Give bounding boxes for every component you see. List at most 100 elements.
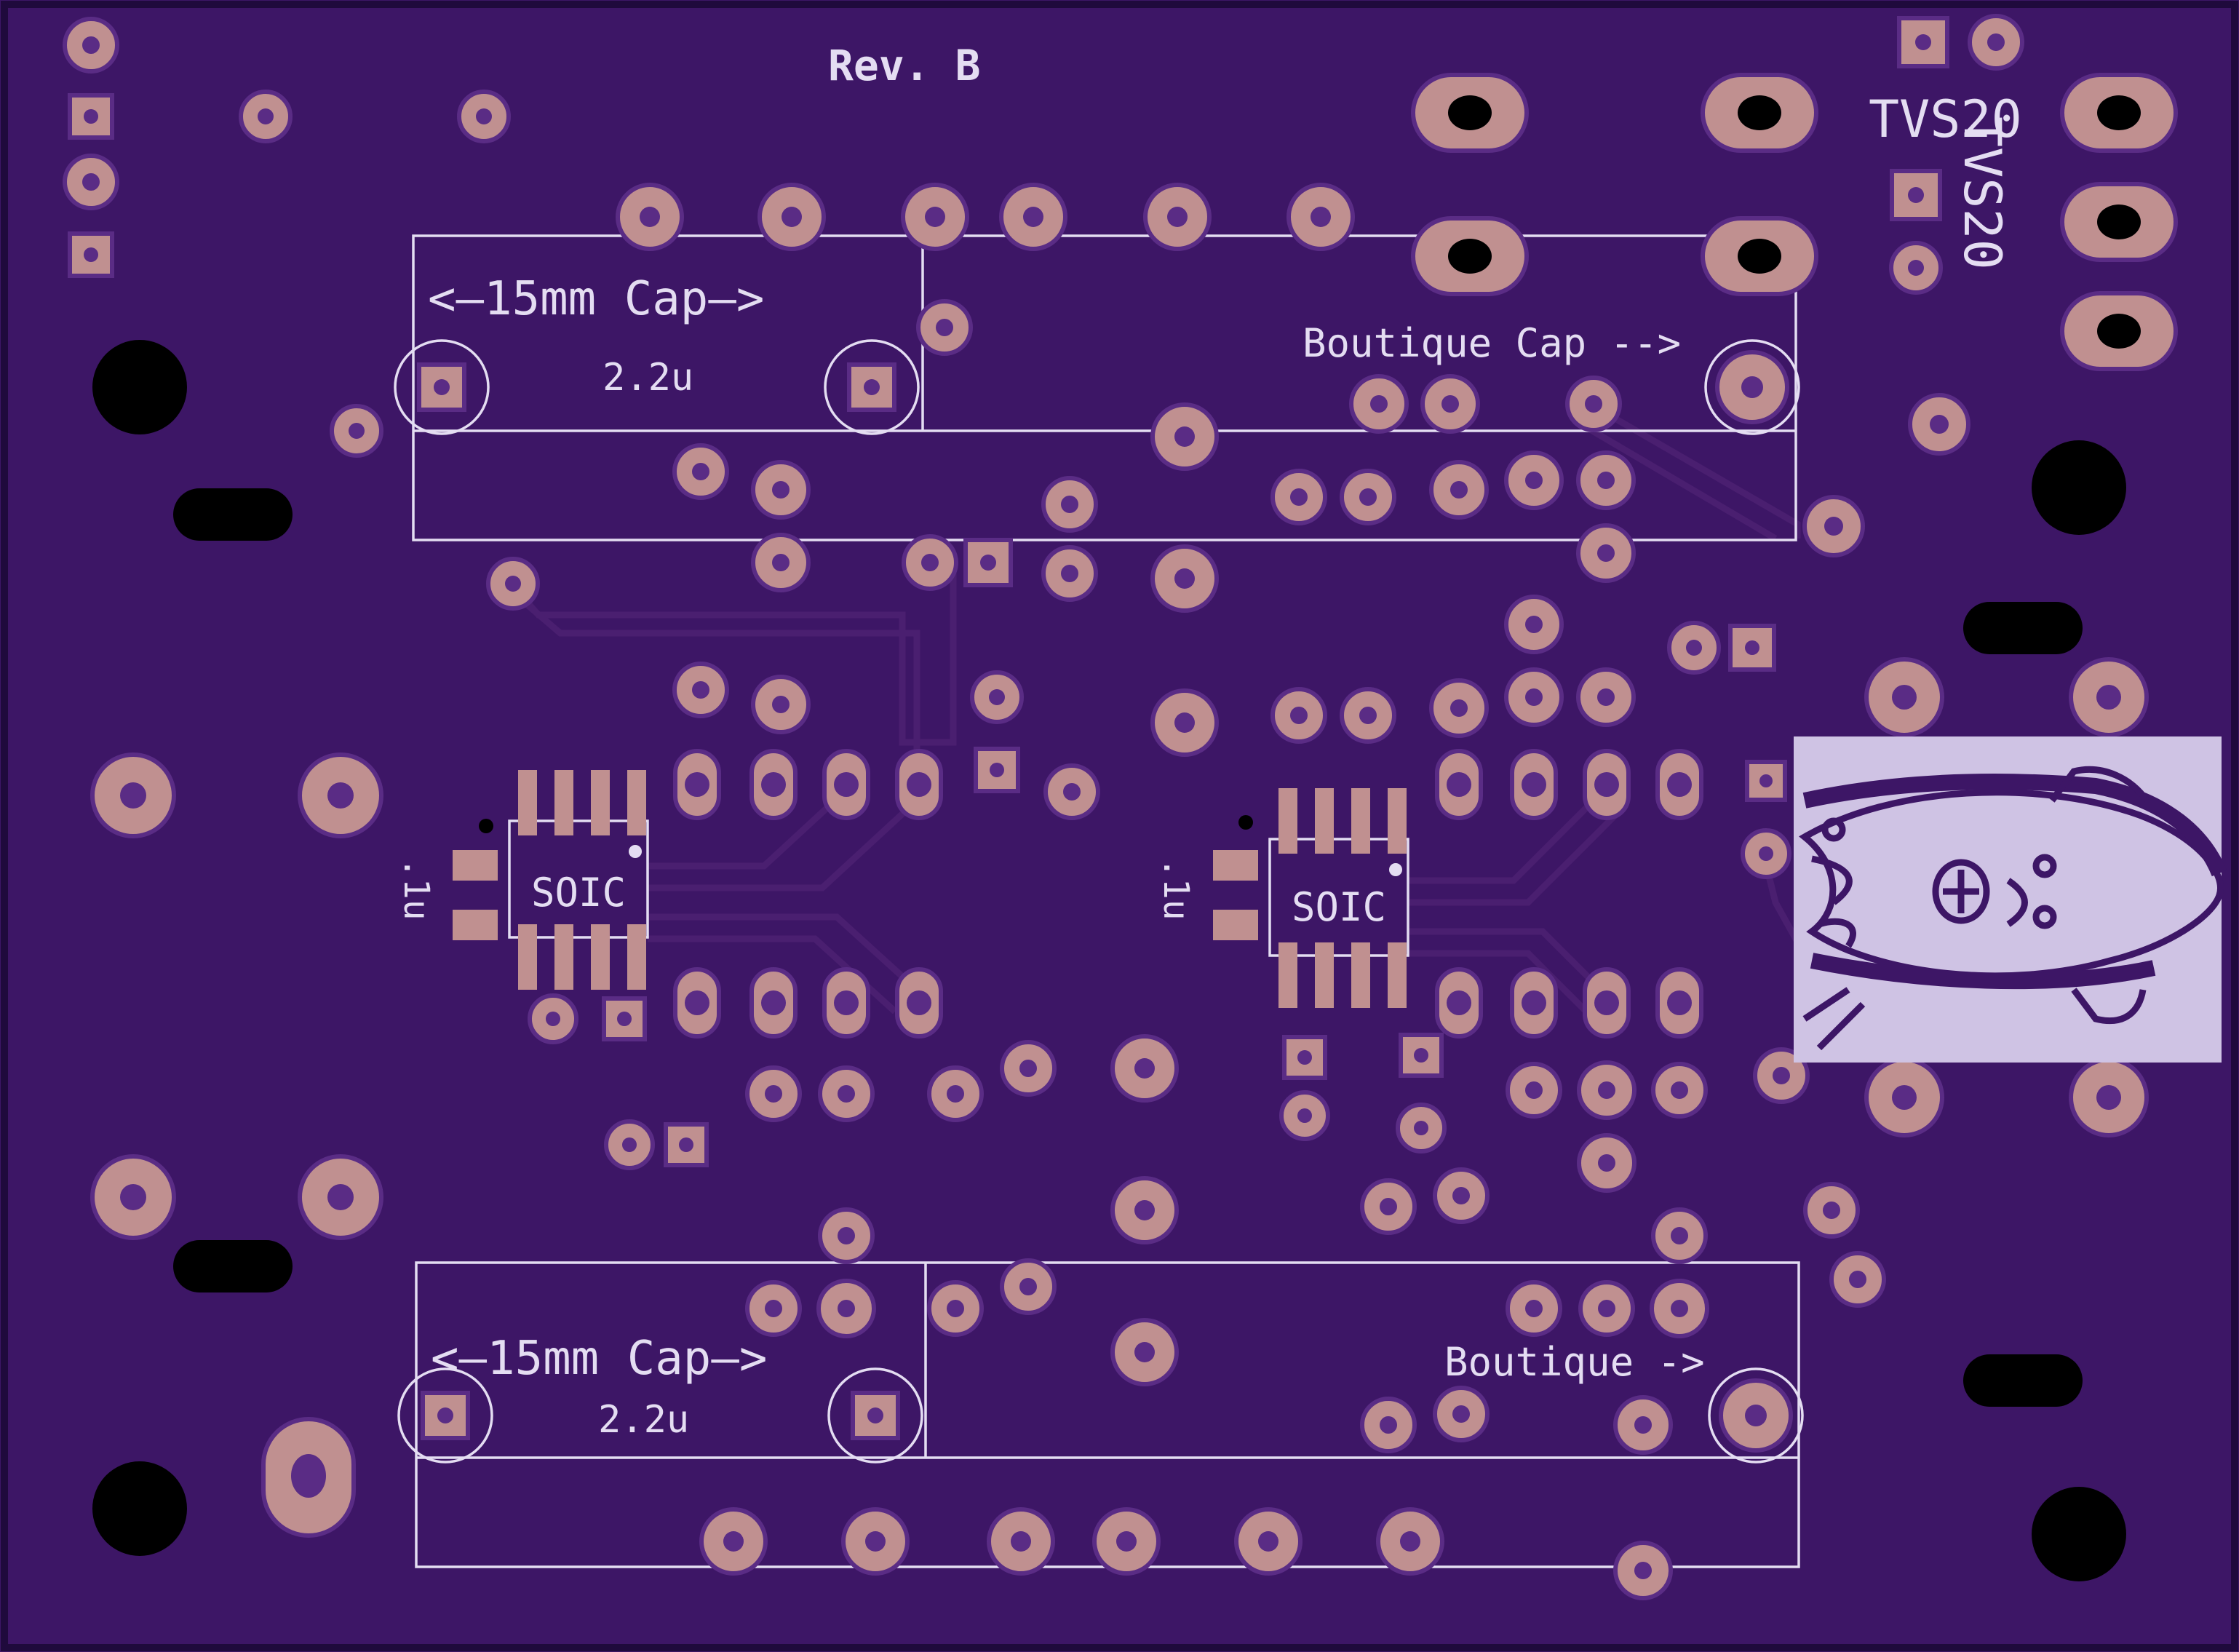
pad-drill	[120, 782, 146, 809]
pad-drill	[1061, 496, 1078, 513]
pad-drill	[685, 772, 709, 797]
pad-drill	[1525, 1081, 1543, 1099]
smd-lead	[1388, 788, 1407, 854]
smd-lead	[591, 924, 610, 990]
pad-drill	[1174, 712, 1195, 733]
pad-drill	[1380, 1416, 1397, 1434]
mounting-holes	[92, 340, 2126, 1581]
pad-drill	[1667, 772, 1692, 797]
fish-logo-icon	[1799, 766, 2227, 1051]
pad-drill	[2096, 1085, 2121, 1110]
pad-drill	[1174, 568, 1195, 589]
pad-drill	[1671, 1081, 1688, 1099]
pad-drill	[834, 772, 859, 797]
pad-drill	[1134, 1058, 1155, 1079]
smd-lead	[1278, 788, 1297, 854]
smd-pads	[453, 770, 1407, 1008]
pad-drill	[82, 36, 100, 54]
pad-drill	[1290, 488, 1308, 506]
pad-drill	[1597, 472, 1615, 489]
oval-pad-drill	[2097, 95, 2141, 130]
pad-drill	[1023, 207, 1043, 227]
slot-hole	[173, 1240, 293, 1292]
pad-drill	[1011, 1531, 1031, 1552]
oval-pad-drill	[291, 1454, 326, 1498]
pad-drill	[434, 379, 450, 395]
pin1-marker	[479, 819, 493, 833]
pad-drill	[723, 1531, 744, 1552]
smd-lead	[1351, 942, 1370, 1008]
mounting-hole	[2032, 440, 2126, 535]
decoupling-left-label: .1u	[396, 857, 437, 921]
oval-pad-drill	[2097, 204, 2141, 239]
pad-drill	[1741, 376, 1763, 398]
pad-drill	[947, 1085, 964, 1103]
pad-drill	[349, 423, 365, 439]
pad-drill	[1759, 846, 1773, 861]
pad-drill	[1594, 990, 1619, 1015]
pad-drill	[1290, 707, 1308, 724]
pad-drill	[1450, 481, 1468, 499]
pad-drill	[1634, 1562, 1652, 1579]
pad-drill	[1667, 990, 1692, 1015]
pad-drill	[936, 319, 953, 336]
smd-cap-pad	[1213, 850, 1258, 881]
pad-drill	[640, 207, 660, 227]
pad-drill	[1671, 1227, 1688, 1244]
pad-drill	[838, 1227, 855, 1244]
pad-drill	[1598, 1300, 1615, 1317]
pad-drill	[761, 772, 786, 797]
smd-lead	[627, 924, 646, 990]
revision-label: Rev. B	[828, 41, 981, 90]
pad-drill	[761, 990, 786, 1015]
top-cap-size-label: <–15mm Cap–>	[428, 272, 764, 326]
oval-pad-drill	[2097, 314, 2141, 349]
pad-drill	[1522, 772, 1546, 797]
mounting-hole	[2032, 1487, 2126, 1581]
oval-pad-drill	[1738, 239, 1781, 274]
smd-cap-pad	[453, 910, 498, 940]
pad-drill	[1908, 260, 1924, 276]
pin1-marker	[1238, 815, 1253, 830]
pad-drill	[327, 1184, 354, 1210]
smd-lead	[1278, 942, 1297, 1008]
smd-lead	[1351, 788, 1370, 854]
pad-drill	[1174, 426, 1195, 447]
bottom-cap-size-label: <–15mm Cap–>	[431, 1332, 767, 1386]
pin1-dot	[629, 845, 642, 858]
pad-drill	[1380, 1198, 1397, 1215]
smd-lead	[554, 924, 573, 990]
pad-drill	[772, 481, 790, 499]
pad-drill	[834, 990, 859, 1015]
pad-drill	[1686, 640, 1702, 656]
pad-drill	[437, 1407, 453, 1423]
pad-drill	[1134, 1342, 1155, 1362]
pad-drill	[1258, 1531, 1278, 1552]
pad-drill	[1311, 207, 1331, 227]
pad-drill	[1359, 707, 1377, 724]
pad-drill	[1447, 990, 1471, 1015]
pad-drill	[1745, 1405, 1767, 1426]
pad-drill	[1447, 772, 1471, 797]
pad-drill	[1908, 187, 1924, 203]
pad-drill	[1773, 1067, 1790, 1084]
ic-right-label: SOIC	[1292, 884, 1386, 930]
pad-drill	[1297, 1108, 1312, 1123]
mounting-hole	[92, 1461, 187, 1556]
pad-drill	[617, 1012, 632, 1026]
pad-drill	[925, 207, 945, 227]
pad-drill	[1297, 1050, 1312, 1065]
pad-drill	[505, 576, 521, 592]
pad-drill	[1400, 1531, 1420, 1552]
smd-lead	[518, 924, 537, 990]
pad-drill	[1598, 1154, 1615, 1172]
pad-drill	[692, 681, 709, 699]
pad-drill	[1759, 774, 1773, 787]
pad-drill	[1849, 1271, 1866, 1288]
smd-lead	[1315, 942, 1334, 1008]
oval-pad-drill	[1738, 95, 1781, 130]
pad-drill	[1370, 395, 1388, 413]
